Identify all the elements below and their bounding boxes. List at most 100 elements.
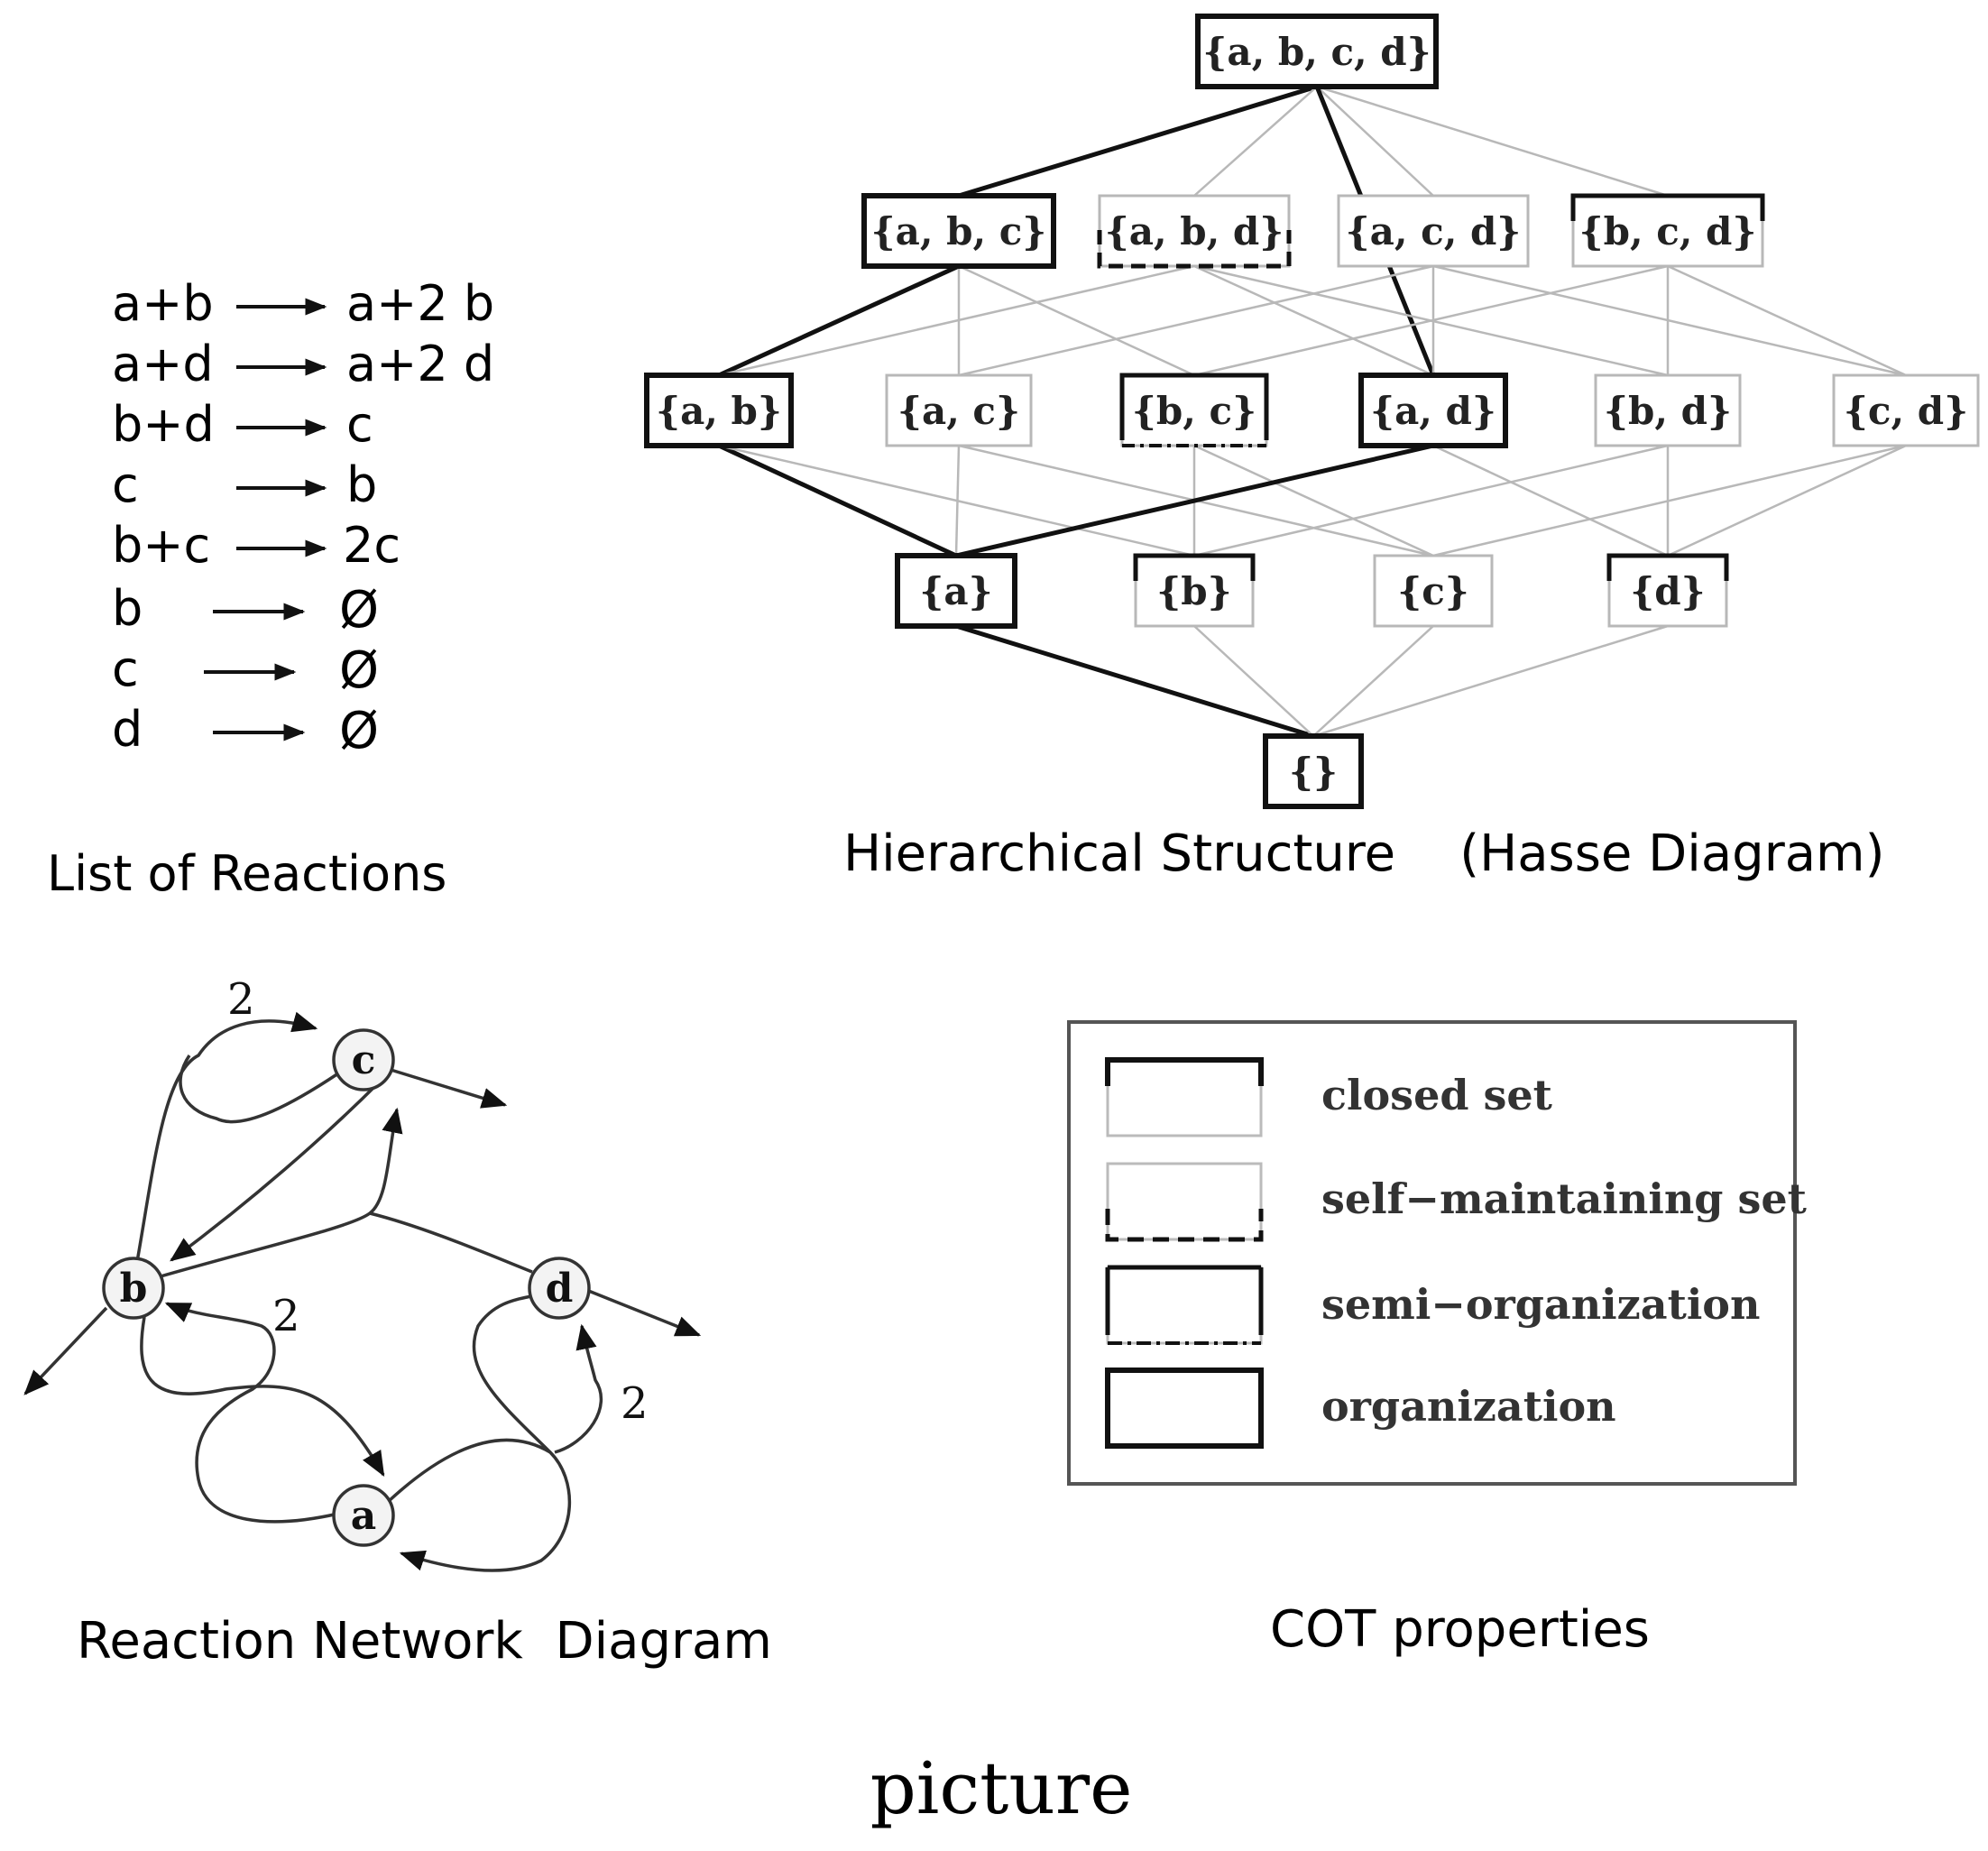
hasse-edge: [1667, 444, 1907, 557]
hasse-node-cd: {c, d}: [1832, 373, 1980, 447]
hasse-edge: [718, 264, 1195, 377]
hasse-node-abd: {a, b, d}: [1097, 194, 1292, 269]
hasse-node-d: {d}: [1606, 553, 1729, 628]
hasse-edge: [1193, 264, 1434, 377]
legend-label: organization: [1321, 1382, 1616, 1431]
hasse-node-label: {b, d}: [1604, 389, 1732, 433]
reaction-row: b Ø: [112, 580, 379, 640]
hasse-edge: [1312, 624, 1669, 738]
network-node-b: b: [102, 1257, 165, 1320]
hasse-node-label: {c}: [1397, 569, 1469, 613]
legend-label: closed set: [1321, 1071, 1553, 1119]
legend: closed set self−maintaining set semi−org…: [1067, 1020, 1808, 1486]
hasse-node-label: {b, c}: [1132, 389, 1256, 433]
hasse-node-label: {a, c, d}: [1346, 209, 1522, 253]
hasse-node-label: {a, d}: [1370, 389, 1496, 433]
legend-label: semi−organization: [1321, 1280, 1760, 1329]
reactions-list: a+b a+2 b a+d a+2 d b+d c c b b+c 2c b Ø: [47, 275, 494, 902]
hasse-node-abcd: {a, b, c, d}: [1195, 14, 1439, 89]
reaction-rhs: b: [346, 456, 377, 513]
hasse-edge: [958, 264, 1434, 377]
reaction-lhs: d: [112, 701, 143, 758]
stoichiometry-label: 2: [227, 974, 255, 1025]
stoichiometry-label: 2: [621, 1378, 649, 1429]
network-edge: [133, 1011, 318, 1273]
network-node-c: c: [332, 1028, 395, 1091]
hasse-edge: [958, 264, 1195, 377]
hasse-edge: [1667, 264, 1907, 377]
hasse-node-label: {a, c}: [897, 389, 1020, 433]
hasse-node-c: {c}: [1373, 554, 1494, 628]
network-node-d: d: [528, 1257, 591, 1320]
hasse-edge: [954, 445, 961, 557]
figure-caption: picture: [870, 1746, 1133, 1830]
hasse-node-a: {a}: [895, 553, 1017, 629]
hasse-node-abc: {a, b, c}: [861, 193, 1056, 269]
network-edge: [585, 1288, 702, 1337]
legend-entry-semi-organization: semi−organization: [1105, 1265, 1760, 1345]
hasse-node-bc: {b, c}: [1119, 373, 1269, 447]
reaction-rhs: a+2 d: [346, 336, 494, 392]
hasse-node-label: {b, c, d}: [1579, 209, 1757, 253]
network-node-label: c: [352, 1037, 376, 1083]
legend-frame: [1067, 1020, 1797, 1486]
network-edge: [386, 1438, 572, 1572]
hasse-node-label: {d}: [1630, 569, 1705, 613]
reaction-rhs: Ø: [339, 702, 379, 760]
hasse-edge: [1432, 264, 1907, 377]
hasse-node-ab: {a, b}: [644, 373, 794, 448]
hasse-edge: [955, 443, 1434, 558]
hasse-edge: [1432, 444, 1669, 557]
reaction-row: a+b a+2 b: [112, 275, 494, 332]
reaction-lhs: c: [112, 456, 139, 513]
hasse-edge: [717, 263, 961, 378]
reaction-lhs: b+d: [112, 396, 215, 453]
hasse-node-label: {a}: [919, 569, 992, 613]
hasse-node-label: {a, b, d}: [1105, 209, 1284, 253]
hasse-edge: [1193, 86, 1318, 197]
legend-label: self−maintaining set: [1321, 1174, 1808, 1223]
reaction-row: c Ø: [112, 640, 379, 700]
hasse-node-ad: {a, d}: [1358, 373, 1508, 448]
network-node-a: a: [332, 1484, 395, 1547]
reaction-rhs: c: [346, 396, 373, 453]
network-node-label: b: [120, 1266, 148, 1312]
hasse-edge: [1316, 85, 1669, 198]
reaction-lhs: b+c: [112, 517, 210, 574]
reaction-rhs: Ø: [339, 641, 379, 700]
reaction-row: b+d c: [112, 396, 373, 453]
hasse-node-label: {c, d}: [1844, 389, 1968, 433]
reaction-row: d Ø: [112, 701, 379, 760]
hasse-edge: [958, 84, 1318, 198]
reaction-rhs: Ø: [339, 581, 379, 640]
hasse-edge: [1193, 625, 1314, 737]
network-edge: [387, 1067, 508, 1109]
hasse-diagram-title: Hierarchical Structure (Hasse Diagram): [843, 824, 1884, 883]
reaction-row: c b: [112, 456, 377, 513]
hasse-edge: [1193, 264, 1669, 377]
reactions-list-title: List of Reactions: [47, 845, 446, 902]
hasse-edge: [1432, 444, 1907, 557]
reaction-network-title: Reaction Network Diagram: [77, 1612, 772, 1671]
network-node-label: d: [546, 1266, 574, 1312]
hasse-node-bcd: {b, c, d}: [1570, 193, 1765, 268]
hasse-diagram: {a, b, c, d} {a, b, c} {a, b, d} {a, c, d} {…: [644, 14, 1980, 883]
network-edge: [179, 1054, 339, 1124]
reaction-lhs: a+b: [112, 275, 214, 332]
hasse-edge: [1312, 625, 1434, 737]
hasse-node-label: {b}: [1156, 569, 1231, 613]
reaction-row: b+c 2c: [112, 517, 400, 574]
hasse-node-label: {a, b, c}: [871, 209, 1047, 253]
hasse-node-empty: {}: [1263, 733, 1364, 809]
legend-title: COT properties: [1270, 1600, 1650, 1659]
network-edge: [472, 1293, 552, 1454]
hasse-node-label: {a, b, c, d}: [1202, 30, 1431, 74]
legend-entry-closed: closed set: [1105, 1057, 1553, 1137]
hasse-edge: [1316, 86, 1434, 197]
network-edge: [160, 1107, 403, 1278]
reaction-rhs: 2c: [343, 517, 400, 574]
network-edge: [554, 1323, 603, 1454]
hasse-node-ac: {a, c}: [885, 373, 1033, 447]
hasse-node-b: {b}: [1133, 553, 1256, 628]
